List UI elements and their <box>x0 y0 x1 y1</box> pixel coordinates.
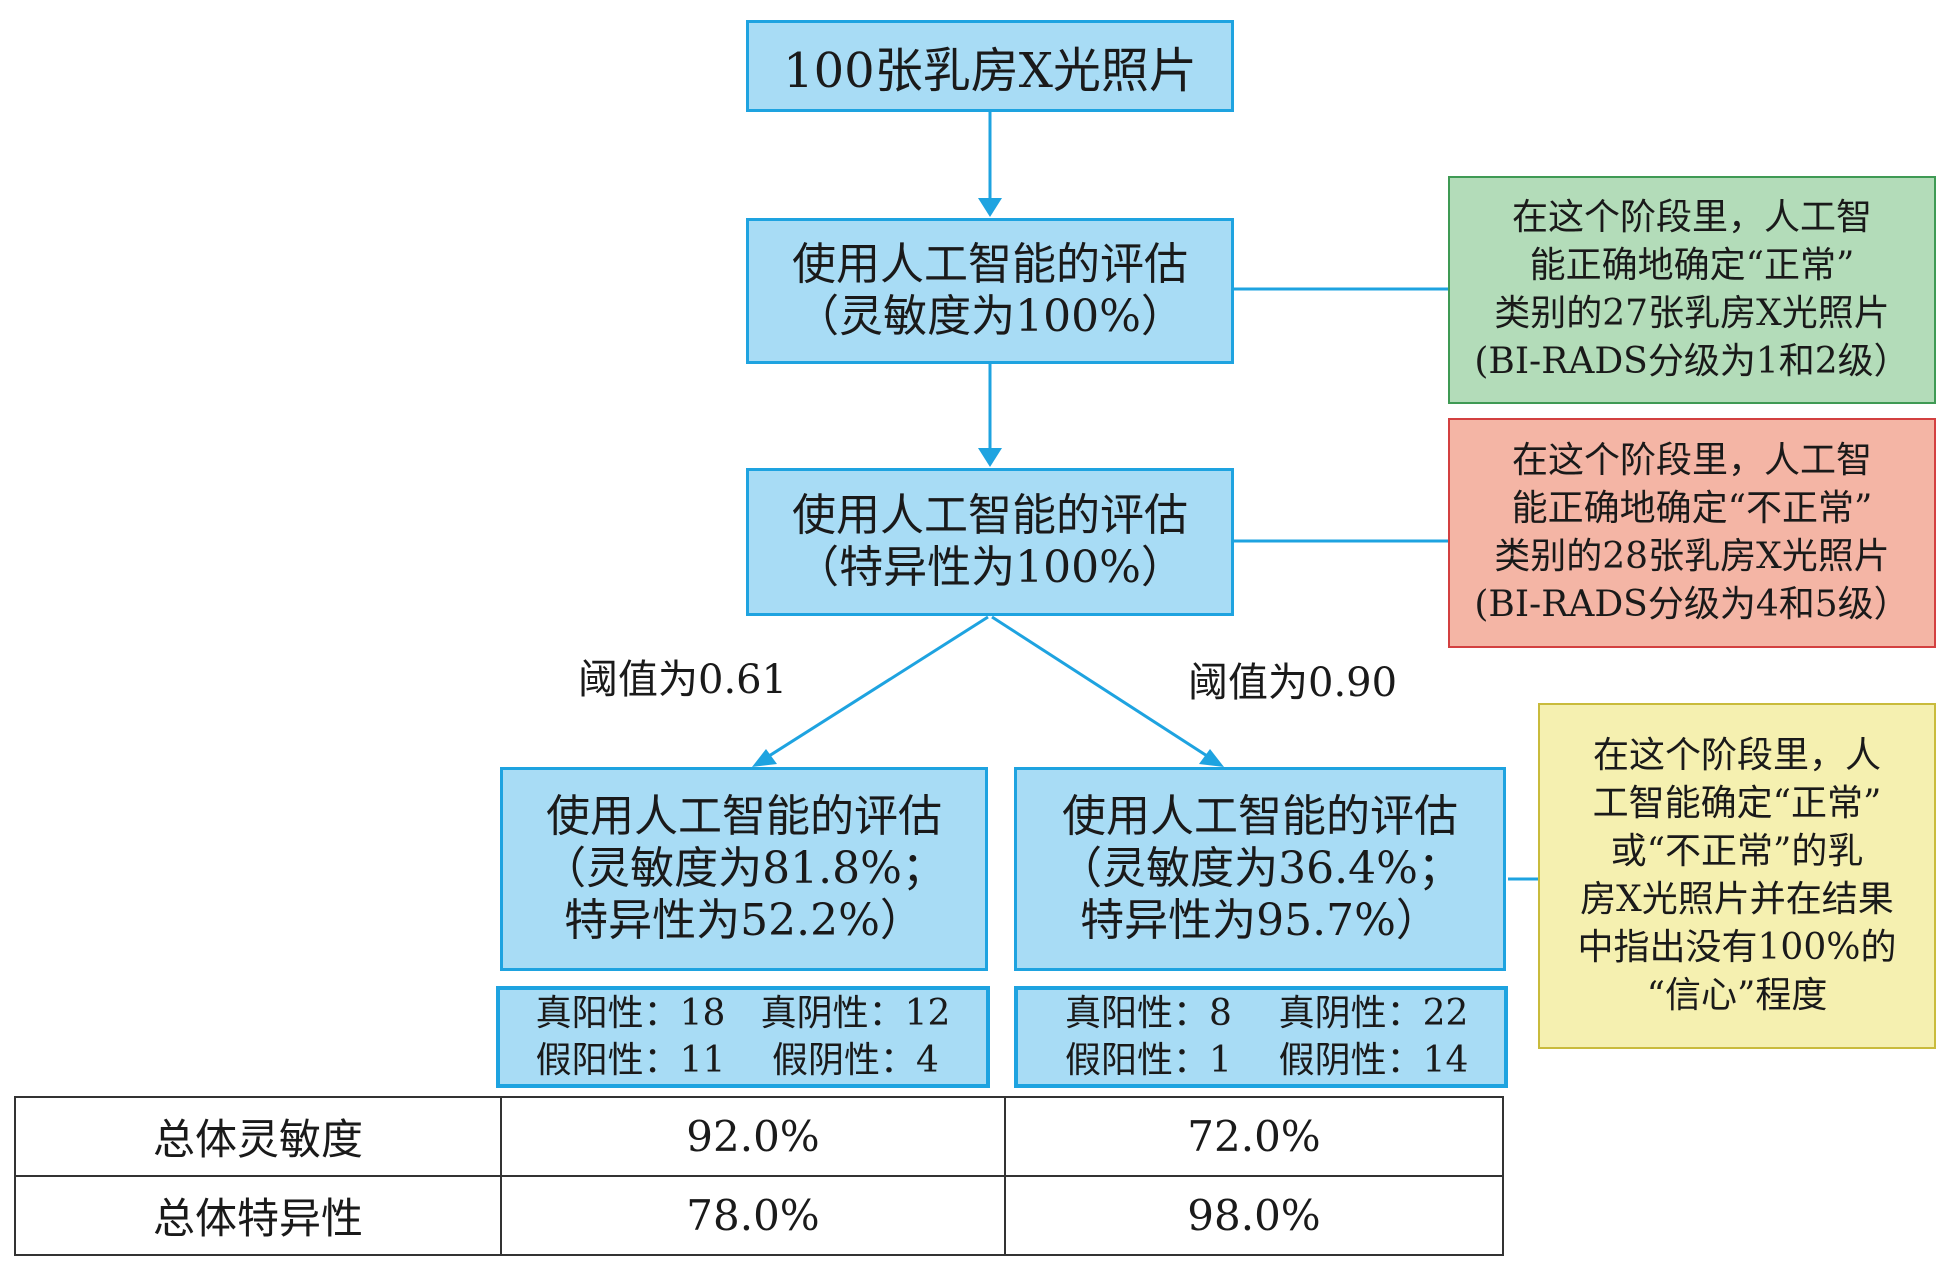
overall-specificity-label: 总体特异性 <box>14 1175 502 1256</box>
stage1-title: 使用人工智能的评估 <box>792 239 1188 290</box>
stage1-note: 在这个阶段里，人工智 能正确地确定“正常” 类别的27张乳房X光照片 (BI-R… <box>1448 176 1936 404</box>
stage2-specificity-box: 使用人工智能的评估 （特异性为100%） <box>746 468 1234 616</box>
true-positive-count: 真阳性：18 <box>535 993 726 1034</box>
stage1-sensitivity: （灵敏度为100%） <box>795 291 1185 342</box>
stage3-note-line: “信心”程度 <box>1646 975 1828 1016</box>
arrow-stage2-to-branch-right <box>991 615 1219 765</box>
false-positive-count: 假阳性：1 <box>1065 1040 1232 1081</box>
overall-specificity-right: 98.0% <box>1004 1175 1504 1256</box>
overall-specificity-left: 78.0% <box>500 1175 1006 1256</box>
branch-left-sensitivity: （灵敏度为81.8%； <box>542 843 946 894</box>
stage3-note-line: 中指出没有100%的 <box>1577 927 1897 968</box>
overall-sensitivity-label: 总体灵敏度 <box>14 1096 502 1177</box>
true-negative-count: 真阴性：12 <box>760 993 951 1034</box>
overall-sensitivity-left: 92.0% <box>500 1096 1006 1177</box>
stage3-note-line: 房X光照片并在结果 <box>1580 879 1894 920</box>
stage1-note-line: (BI-RADS分级为1和2级） <box>1474 341 1910 382</box>
stage2-note: 在这个阶段里，人工智 能正确地确定“不正常” 类别的28张乳房X光照片 (BI-… <box>1448 418 1936 648</box>
false-negative-count: 假阴性：4 <box>772 1040 939 1081</box>
branch-left-confusion-box: 真阳性：18 真阴性：12 假阳性：11 假阴性：4 <box>496 986 990 1088</box>
branch-right-title: 使用人工智能的评估 <box>1062 791 1458 842</box>
table-row: 总体特异性 78.0% 98.0% <box>14 1175 1504 1256</box>
mammogram-count-label: 100张乳房X光照片 <box>783 43 1197 99</box>
branch-left-title: 使用人工智能的评估 <box>546 791 942 842</box>
branch-right-eval-box: 使用人工智能的评估 （灵敏度为36.4%； 特异性为95.7%） <box>1014 767 1506 971</box>
table-row: 总体灵敏度 92.0% 72.0% <box>14 1096 1504 1177</box>
stage3-note-line: 或“不正常”的乳 <box>1610 831 1864 872</box>
stage3-note: 在这个阶段里，人 工智能确定“正常” 或“不正常”的乳 房X光照片并在结果 中指… <box>1538 703 1936 1049</box>
branch-right-confusion-box: 真阳性：8 真阴性：22 假阳性：1 假阴性：14 <box>1014 986 1508 1088</box>
stage1-sensitivity-box: 使用人工智能的评估 （灵敏度为100%） <box>746 218 1234 364</box>
arrowhead-branch-right <box>1199 749 1224 767</box>
true-negative-count: 真阴性：22 <box>1278 993 1469 1034</box>
stage1-note-line: 在这个阶段里，人工智 <box>1511 197 1872 238</box>
stage2-specificity: （特异性为100%） <box>795 542 1185 593</box>
stage1-note-line: 类别的27张乳房X光照片 <box>1494 293 1890 334</box>
overall-summary-table: 总体灵敏度 92.0% 72.0% 总体特异性 78.0% 98.0% <box>14 1096 1504 1256</box>
arrowhead-top-to-stage1 <box>978 198 1002 217</box>
overall-sensitivity-right: 72.0% <box>1004 1096 1504 1177</box>
true-positive-count: 真阳性：8 <box>1065 993 1232 1034</box>
arrow-stage2-to-branch-left <box>757 615 989 765</box>
branch-right-sensitivity: （灵敏度为36.4%； <box>1058 843 1462 894</box>
stage3-note-line: 在这个阶段里，人 <box>1592 735 1881 776</box>
branch-right-specificity: 特异性为95.7%） <box>1080 895 1440 946</box>
threshold-label-right: 阈值为0.90 <box>1188 660 1398 706</box>
stage2-title: 使用人工智能的评估 <box>792 490 1188 541</box>
branch-left-specificity: 特异性为52.2%） <box>564 895 924 946</box>
stage2-note-line: (BI-RADS分级为4和5级） <box>1474 584 1910 625</box>
stage3-note-line: 工智能确定“正常” <box>1592 783 1882 824</box>
threshold-label-left: 阈值为0.61 <box>578 657 788 703</box>
stage2-note-line: 在这个阶段里，人工智 <box>1511 440 1872 481</box>
branch-left-eval-box: 使用人工智能的评估 （灵敏度为81.8%； 特异性为52.2%） <box>500 767 988 971</box>
false-positive-count: 假阳性：11 <box>535 1040 726 1081</box>
arrowhead-stage1-to-stage2 <box>978 448 1002 467</box>
stage2-note-line: 能正确地确定“不正常” <box>1511 488 1873 529</box>
mammogram-count-box: 100张乳房X光照片 <box>746 20 1234 112</box>
false-negative-count: 假阴性：14 <box>1278 1040 1469 1081</box>
arrowhead-branch-left <box>752 749 777 767</box>
stage1-note-line: 能正确地确定“正常” <box>1529 245 1855 286</box>
stage2-note-line: 类别的28张乳房X光照片 <box>1494 536 1890 577</box>
